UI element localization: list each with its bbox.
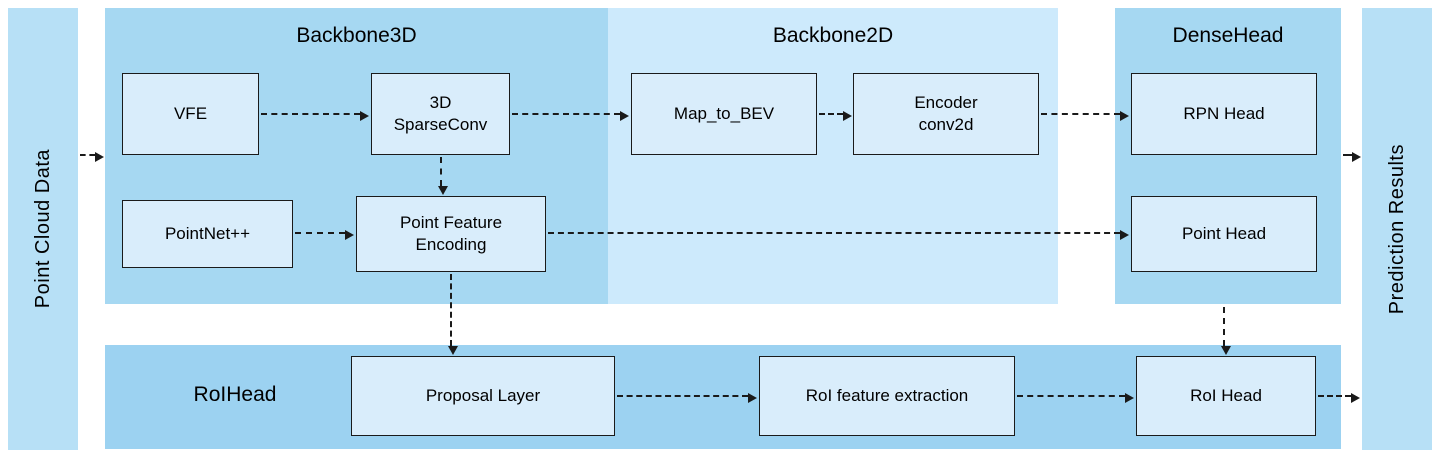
map-to-bev-node: Map_to_BEV	[631, 73, 817, 155]
arrow-pointhead-to-roihead-icon	[1221, 307, 1231, 355]
proposal-layer-node: Proposal Layer	[351, 356, 615, 436]
backbone2d-panel: Backbone2D	[608, 8, 1058, 304]
output-bar: Prediction Results	[1362, 8, 1432, 450]
arrow-input-to-backbone3d-icon	[80, 152, 104, 162]
arrow-proposal-to-roifeat-icon	[617, 393, 757, 403]
arrow-densehead-to-output-icon	[1343, 152, 1361, 162]
arrow-encoder-to-rpn-icon	[1041, 111, 1129, 121]
pointnet-node: PointNet++	[122, 200, 293, 268]
densehead-title: DenseHead	[1172, 24, 1284, 47]
input-bar-label: Point Cloud Data	[31, 149, 54, 309]
sparseconv-node: 3D SparseConv	[371, 73, 510, 155]
arrow-pfe-to-pointhead-icon	[548, 230, 1129, 240]
vfe-node: VFE	[122, 73, 259, 155]
roihead-title: RoIHead	[193, 383, 277, 406]
arrow-roifeat-to-roihead-icon	[1017, 393, 1134, 403]
arrow-bev-to-encoder-icon	[819, 111, 852, 121]
point-feature-encoding-node: Point Feature Encoding	[356, 196, 546, 272]
backbone2d-title: Backbone2D	[772, 24, 894, 47]
arrow-roihead-to-output-icon	[1318, 393, 1360, 403]
point-head-node: Point Head	[1131, 196, 1317, 272]
roihead-panel: RoIHead	[105, 345, 1341, 449]
arrow-sparseconv-to-bev-icon	[512, 111, 629, 121]
rpn-head-node: RPN Head	[1131, 73, 1317, 155]
arrow-pointnet-to-pfe-icon	[295, 230, 354, 240]
arrow-vfe-to-sparseconv-icon	[261, 111, 369, 121]
encoder-conv2d-node: Encoder conv2d	[853, 73, 1039, 155]
roi-feature-extraction-node: RoI feature extraction	[759, 356, 1015, 436]
output-bar-label: Prediction Results	[1385, 143, 1408, 315]
roi-head-node: RoI Head	[1136, 356, 1316, 436]
backbone3d-title: Backbone3D	[296, 24, 417, 47]
arrow-sparseconv-to-pfe-icon	[438, 157, 448, 195]
arrow-pfe-to-proposal-icon	[448, 274, 458, 355]
input-bar: Point Cloud Data	[8, 8, 78, 450]
